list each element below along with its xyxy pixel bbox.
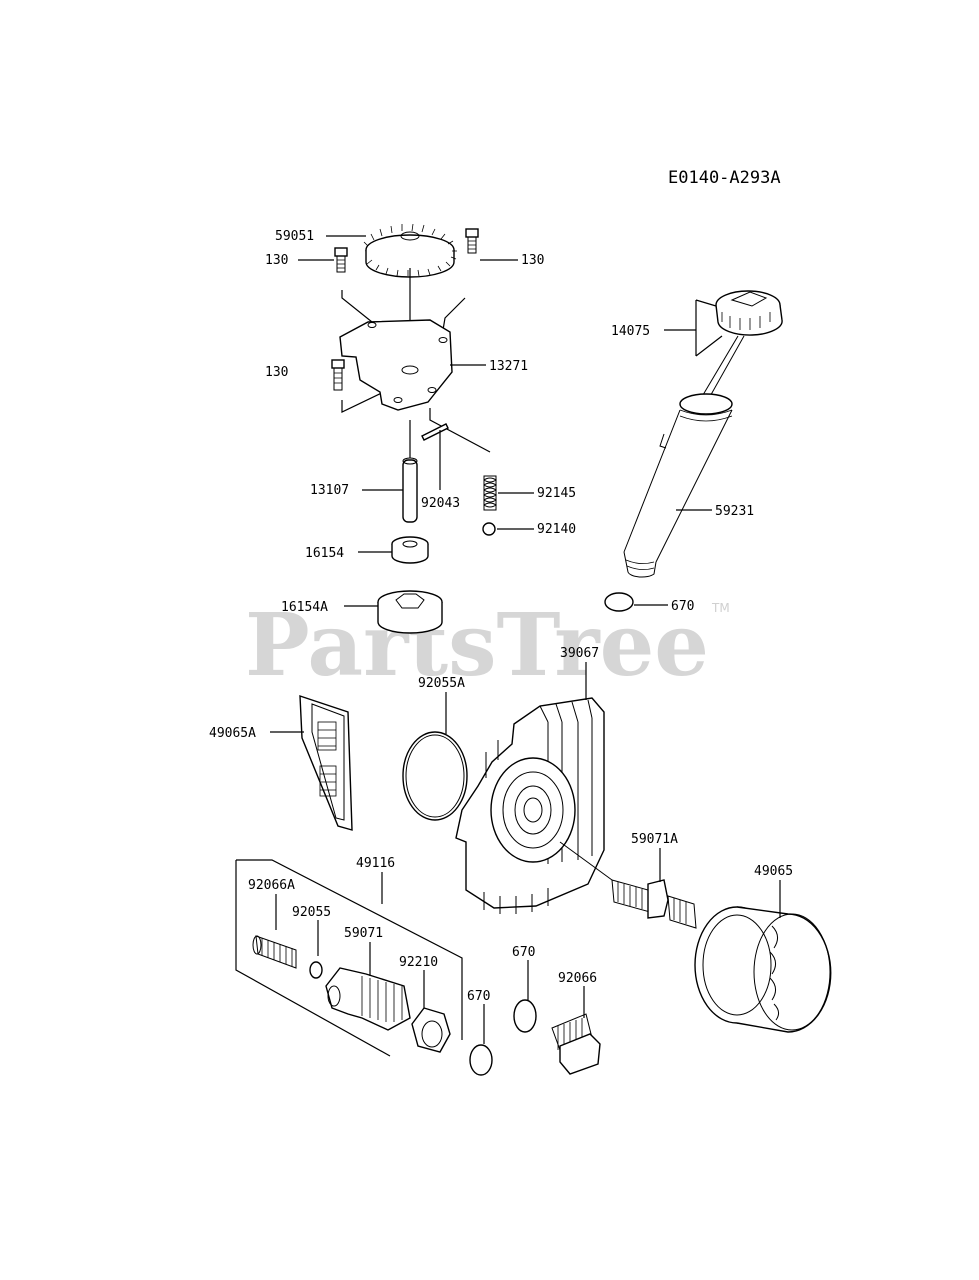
watermark-trademark: TM <box>711 601 730 615</box>
label-670-middle[interactable]: 670 <box>512 945 535 960</box>
label-59231[interactable]: 59231 <box>715 504 754 519</box>
label-130-lower[interactable]: 130 <box>265 365 288 380</box>
diagram-code: E0140-A293A <box>668 168 781 188</box>
label-49116[interactable]: 49116 <box>356 856 395 871</box>
label-92145[interactable]: 92145 <box>537 486 576 501</box>
watermark-text: PartsTree <box>245 595 709 696</box>
inner-rotor-drawing <box>391 536 429 564</box>
oil-cooler-drawing <box>455 697 605 914</box>
label-13271[interactable]: 13271 <box>489 359 528 374</box>
washer-92055-drawing <box>309 961 323 979</box>
nut-92210-drawing <box>411 1007 451 1053</box>
label-49065A[interactable]: 49065A <box>209 726 256 741</box>
fitting-59071A-drawing <box>559 841 697 929</box>
label-670-upper[interactable]: 670 <box>671 599 694 614</box>
oil-filter-drawing <box>694 906 832 1033</box>
label-92140[interactable]: 92140 <box>537 522 576 537</box>
pump-cover-drawing <box>339 319 453 411</box>
o-ring-670-middle-drawing <box>513 999 537 1033</box>
label-16154A[interactable]: 16154A <box>281 600 328 615</box>
label-49065[interactable]: 49065 <box>754 864 793 879</box>
label-130-right[interactable]: 130 <box>521 253 544 268</box>
label-92066A[interactable]: 92066A <box>248 878 295 893</box>
ball-92140-drawing <box>482 522 496 536</box>
label-13107[interactable]: 13107 <box>310 483 349 498</box>
bolt-130-right-drawing <box>465 228 479 254</box>
outer-rotor-drawing <box>377 590 443 634</box>
dipstick-drawing <box>699 290 783 401</box>
label-59051[interactable]: 59051 <box>275 229 314 244</box>
oil-pump-gear-drawing <box>363 223 457 278</box>
label-92210[interactable]: 92210 <box>399 955 438 970</box>
pump-shaft-drawing <box>402 457 418 523</box>
assembly-49116-bracket <box>235 859 463 1057</box>
label-92066[interactable]: 92066 <box>558 971 597 986</box>
label-16154[interactable]: 16154 <box>305 546 344 561</box>
pin-92043-drawing <box>421 423 449 441</box>
label-39067[interactable]: 39067 <box>560 646 599 661</box>
label-92055A[interactable]: 92055A <box>418 676 465 691</box>
label-59071[interactable]: 59071 <box>344 926 383 941</box>
label-670-lower-left[interactable]: 670 <box>467 989 490 1004</box>
label-130-left[interactable]: 130 <box>265 253 288 268</box>
spring-92145-drawing <box>483 475 497 511</box>
o-ring-670-upper-drawing <box>604 592 634 612</box>
bolt-130-lower-drawing <box>331 359 345 391</box>
fitting-59071-drawing <box>325 967 411 1031</box>
label-14075[interactable]: 14075 <box>611 324 650 339</box>
label-59071A[interactable]: 59071A <box>631 832 678 847</box>
strainer-49065A-drawing <box>299 695 353 831</box>
label-92055[interactable]: 92055 <box>292 905 331 920</box>
label-92043[interactable]: 92043 <box>421 496 460 511</box>
drain-plug-92066-drawing <box>551 1013 601 1075</box>
plug-92066A-drawing <box>252 935 297 969</box>
filler-tube-drawing <box>623 393 733 578</box>
bolt-130-left-drawing <box>334 247 348 273</box>
o-ring-670-lower-left-drawing <box>469 1044 493 1076</box>
gasket-92055A-drawing <box>402 731 468 821</box>
